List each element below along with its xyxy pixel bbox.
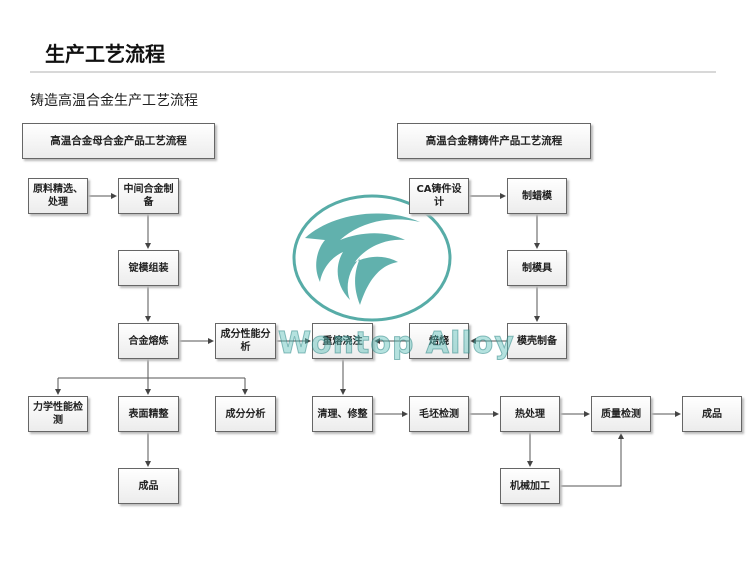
node-die-making: 制模具 — [507, 250, 567, 286]
node-blank-inspection: 毛坯检测 — [409, 396, 469, 432]
watermark: Wontop Alloy — [278, 326, 515, 362]
node-ingot-mold: 锭模组装 — [118, 250, 179, 286]
node-wax-pattern: 制蜡模 — [507, 178, 567, 214]
node-machining: 机械加工 — [500, 468, 560, 504]
node-composition: 成分分析 — [215, 396, 276, 432]
page-title: 生产工艺流程 — [45, 42, 165, 66]
left-flow-header: 高温合金母合金产品工艺流程 — [22, 123, 215, 159]
node-cleaning: 清理、修整 — [312, 396, 373, 432]
node-master-alloy: 中间合金制备 — [118, 178, 179, 214]
node-remelt-casting: 重熔浇注 — [312, 323, 373, 359]
node-product-left: 成品 — [118, 468, 179, 504]
node-cad-design: CA铸件设计 — [409, 178, 469, 214]
node-surface-finish: 表面精整 — [118, 396, 179, 432]
subtitle: 铸造高温合金生产工艺流程 — [30, 93, 198, 109]
node-shell-prep: 模壳制备 — [507, 323, 567, 359]
node-performance-analysis: 成分性能分析 — [215, 323, 276, 359]
right-flow-header: 高温合金精铸件产品工艺流程 — [397, 123, 591, 159]
node-heat-treatment: 热处理 — [500, 396, 560, 432]
node-raw-material: 原料精选、处理 — [28, 178, 88, 214]
title-divider — [30, 71, 716, 73]
node-smelting: 合金熔炼 — [118, 323, 179, 359]
node-mechanical-test: 力学性能检测 — [28, 396, 88, 432]
node-product-right: 成品 — [682, 396, 742, 432]
node-quality-inspection: 质量检测 — [591, 396, 651, 432]
node-roasting: 焙烧 — [409, 323, 469, 359]
